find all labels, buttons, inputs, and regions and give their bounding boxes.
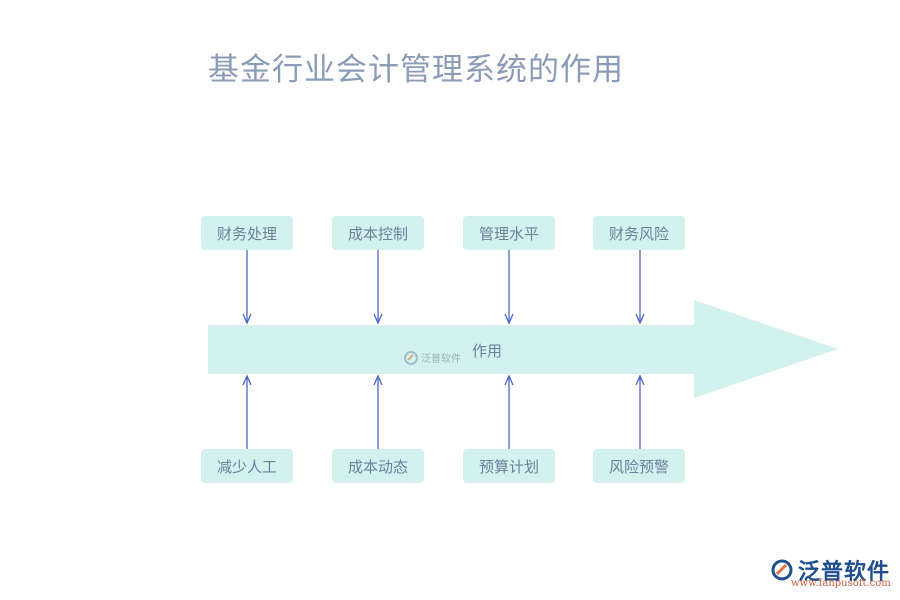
bottom-box-3: 预算计划: [463, 449, 555, 483]
brand-name: 泛普软件: [798, 560, 891, 585]
arrowhead-bottom-3: [504, 374, 514, 386]
arrowhead-top-4: [635, 313, 645, 325]
bottom-box-4: 风险预警: [593, 449, 685, 483]
arrowhead-bottom-1: [242, 374, 252, 386]
top-box-1: 财务处理: [201, 216, 293, 250]
center-label: 作用: [472, 342, 503, 360]
top-box-4: 财务风险: [593, 216, 685, 250]
brand-logo-icon: [771, 559, 793, 581]
arrowhead-bottom-2: [373, 374, 383, 386]
watermark: 泛普软件: [404, 350, 461, 365]
bottom-box-1: 减少人工: [201, 449, 293, 483]
arrowhead-top-3: [504, 313, 514, 325]
connectors: [242, 250, 645, 449]
arrowhead-top-2: [373, 313, 383, 325]
arrowhead-bottom-4: [635, 374, 645, 386]
main-arrow: [208, 300, 838, 398]
watermark-text: 泛普软件: [421, 354, 461, 365]
diagram-title: 基金行业会计管理系统的作用: [208, 52, 624, 88]
brand-logo: 泛普软件: [770, 554, 890, 586]
watermark-logo-icon: [404, 350, 418, 365]
arrowhead-top-1: [242, 313, 252, 325]
brand-url: www.fanpusoft.com: [791, 578, 891, 589]
top-box-3: 管理水平: [463, 216, 555, 250]
top-box-2: 成本控制: [332, 216, 424, 250]
bottom-box-2: 成本动态: [332, 449, 424, 483]
